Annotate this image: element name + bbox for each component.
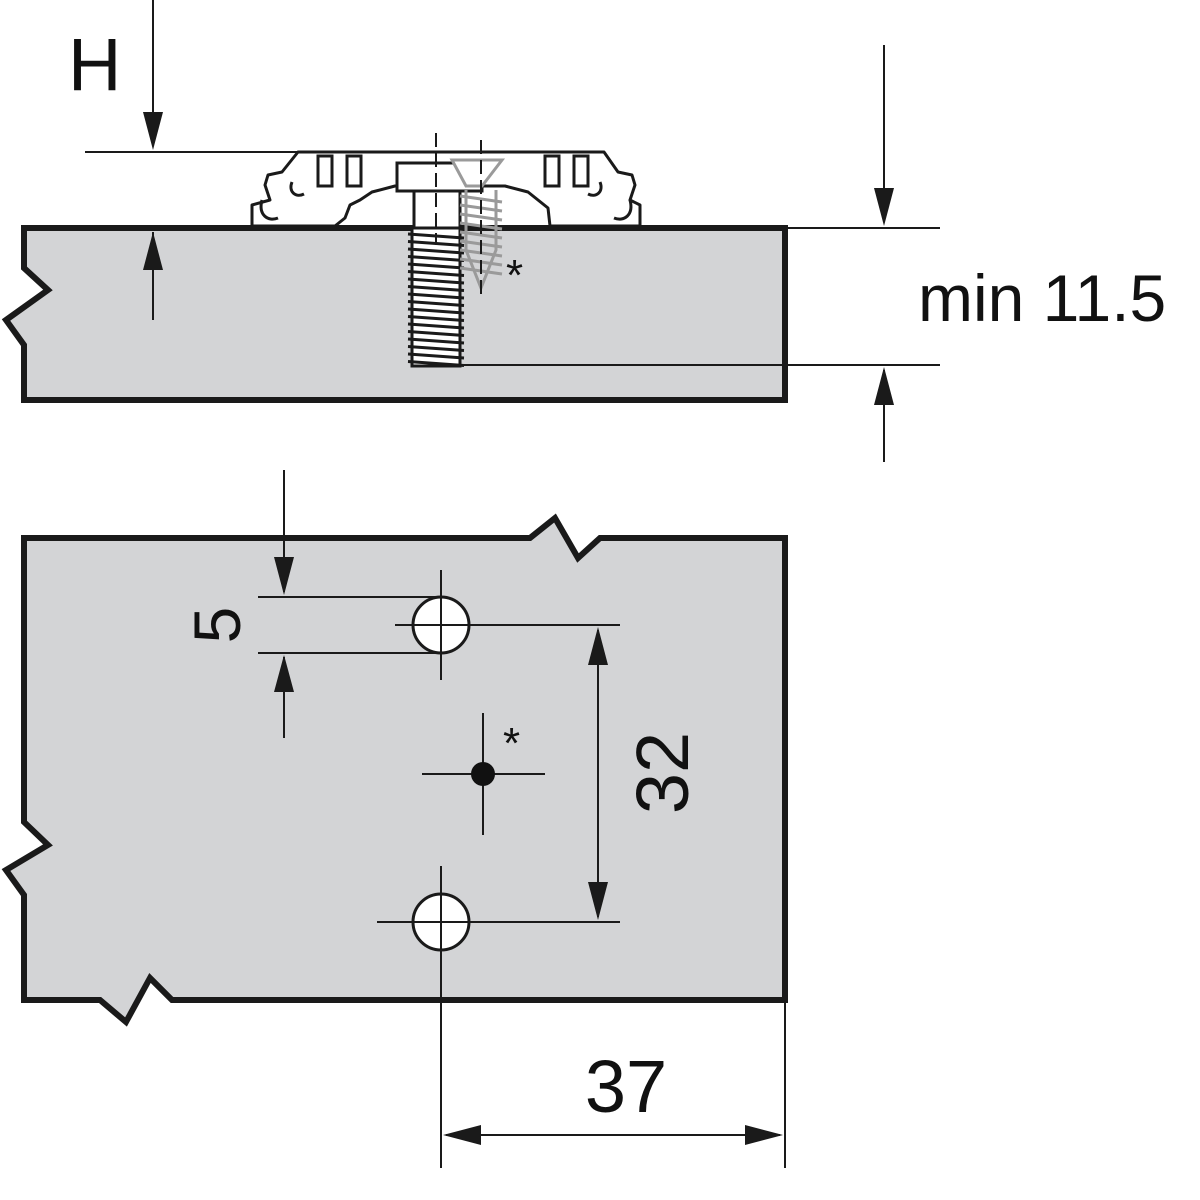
label-edge-distance: 37 [585,1045,667,1128]
asterisk-top: * [503,719,520,768]
thread-line [407,345,465,352]
side-panel [1,225,788,403]
side-view: H min 11.5 * [1,0,1166,462]
dimension-hole-diameter [258,470,441,738]
thread-line [407,330,465,337]
thread-line [407,322,465,330]
dimension-min-depth [460,45,940,462]
thread-line [407,247,465,255]
thread-line [407,352,465,360]
thread-line [407,285,465,292]
asterisk-side: * [506,251,523,300]
thread-line [407,300,465,307]
wood-thread-line [459,194,503,204]
thread-line [407,277,465,285]
hole-crosshairs [377,570,620,1168]
thread-line [407,270,465,277]
screw-thread [407,226,465,368]
top-panel [1,513,788,1027]
plate-slots [259,154,633,221]
label-hole-spacing: 32 [621,732,704,814]
label-hole-diameter: 5 [180,607,254,644]
label-h: H [68,23,121,106]
pilot-point [471,762,495,786]
wood-thread-line [459,230,503,240]
thread-line [407,315,465,322]
thread-line [407,292,465,300]
thread-line [407,262,465,270]
wood-thread-line [459,212,503,222]
dimension-edge-distance [443,1000,786,1168]
thread-line [407,360,465,367]
thread-line [407,337,465,345]
thread-line [407,307,465,315]
top-view: * 5 32 37 [1,470,788,1168]
label-min-depth: min 11.5 [918,261,1166,335]
dimension-h [85,0,300,320]
thread-line [407,255,465,262]
dimension-hole-spacing [588,627,608,920]
